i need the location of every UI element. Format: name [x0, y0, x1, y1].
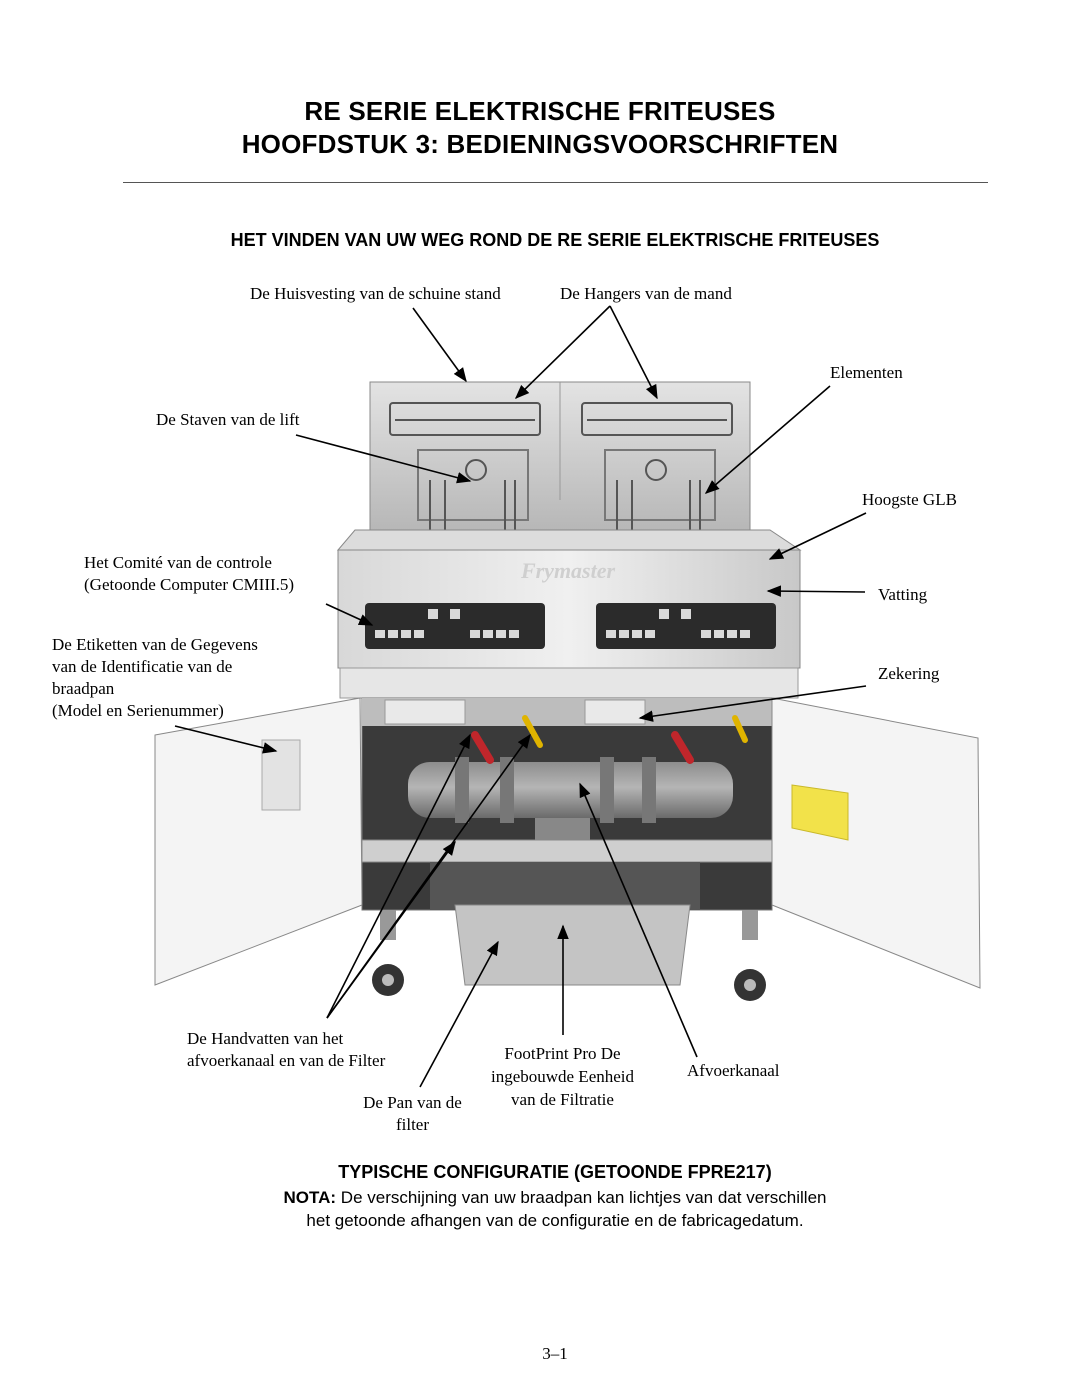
label-control-board-model: (Getoonde Computer CMIII.5) [84, 575, 295, 594]
label-data-plate-line-1: De Etiketten van de Gegevens [52, 635, 258, 654]
drain-handle-right [732, 715, 748, 743]
page-title-line-1: RE SERIE ELEKTRISCHE FRITEUSES [304, 96, 776, 126]
label-vat: Vatting [878, 585, 928, 604]
filter-handle-left [471, 731, 494, 764]
section-heading: HET VINDEN VAN UW WEG ROND DE RE SERIE E… [230, 230, 880, 250]
label-footprint-line-1: FootPrint Pro De [504, 1044, 621, 1063]
label-footprint-line-2: ingebouwde Eenheid [490, 1067, 635, 1086]
callout-arrows [174, 305, 867, 1088]
label-data-plate-line-3: braadpan [52, 679, 115, 698]
label-data-plate-line-4: (Model en Serienummer) [52, 701, 224, 720]
label-drain: Afvoerkanaal [687, 1061, 780, 1080]
label-filter-pan-line-1: De Pan van de [363, 1093, 462, 1112]
frypot-rim [336, 529, 802, 551]
door-left [154, 697, 363, 986]
warning-sticker [791, 784, 849, 841]
control-cabinet: Frymaster [337, 549, 801, 669]
door-right [771, 697, 981, 989]
figure-note-line-1: NOTA: De verschijning van uw braadpan ka… [0, 1186, 1080, 1209]
filter-handle-right [671, 731, 694, 764]
label-fuse: Zekering [878, 664, 940, 683]
label-lift-rods: De Staven van de lift [156, 410, 300, 429]
lower-cabinet [361, 697, 773, 911]
brand-logo: Frymaster [520, 558, 616, 583]
label-handles-line-2: afvoerkanaal en van de Filter [187, 1051, 386, 1070]
label-basket-hangers: De Hangers van de mand [560, 284, 732, 303]
label-tilt-housing: De Huisvesting van de schuine stand [250, 284, 501, 303]
header-divider [123, 182, 988, 183]
figure-note-line-2: het getoonde afhangen van de configurati… [306, 1211, 804, 1230]
drain-handle-left [522, 715, 543, 748]
label-handles-line-1: De Handvatten van het [187, 1029, 344, 1048]
fryer-backsplash [369, 381, 751, 531]
label-footprint-line-3: van de Filtratie [511, 1090, 614, 1109]
label-data-plate-line-2: van de Identificatie van de [52, 657, 233, 676]
data-plate [261, 739, 301, 811]
label-filter-pan-line-2: filter [395, 1115, 430, 1134]
label-control-board: Het Comité van de controle [84, 553, 272, 572]
casters [372, 910, 766, 1001]
page-title-line-2: HOOFDSTUK 3: BEDIENINGSVOORSCHRIFTEN [241, 129, 839, 159]
note-text-1: De verschijning van uw braadpan kan lich… [336, 1188, 827, 1207]
fryer-baskets [389, 402, 733, 530]
note-label: NOTA: [283, 1188, 337, 1207]
filter-pan [454, 904, 691, 986]
page-number: 3–1 [542, 1344, 568, 1363]
label-elements: Elementen [830, 363, 903, 382]
figure-caption: TYPISCHE CONFIGURATIE (GETOONDE FPRE217) [338, 1162, 772, 1182]
label-high-limit: Hoogste GLB [862, 490, 957, 509]
